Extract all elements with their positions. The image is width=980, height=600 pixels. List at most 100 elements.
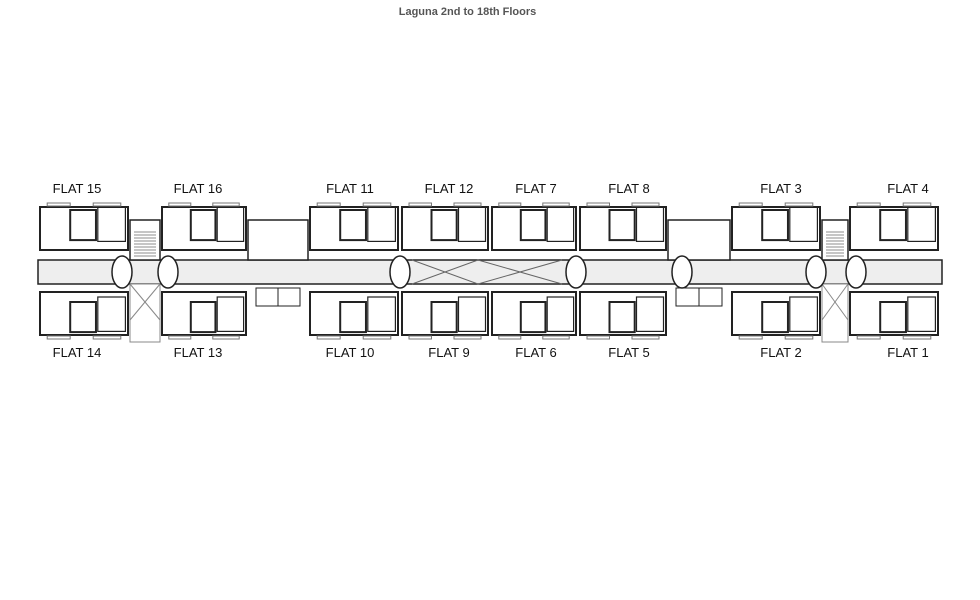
flat-label: FLAT 16 (173, 181, 223, 196)
room (519, 301, 547, 334)
balcony (784, 202, 814, 207)
room (907, 296, 936, 333)
balcony (362, 202, 392, 207)
stair-core (821, 219, 849, 261)
flat-label: FLAT 2 (760, 345, 802, 360)
flat-label: FLAT 12 (424, 181, 474, 196)
balcony (408, 335, 432, 340)
lift-shaft (698, 287, 723, 307)
room (69, 209, 97, 242)
room (546, 296, 575, 333)
flat-outline (161, 206, 247, 251)
flat-label: FLAT 5 (608, 345, 650, 360)
room (608, 209, 636, 242)
room (339, 209, 367, 242)
room (339, 301, 367, 334)
balcony (46, 202, 71, 207)
void-cross (477, 259, 563, 285)
balcony (92, 202, 122, 207)
corridor-node (805, 255, 827, 289)
room (69, 301, 97, 334)
flat-outline (401, 206, 489, 251)
corridor (37, 259, 943, 285)
flat-outline (731, 291, 821, 336)
flat-label: FLAT 3 (760, 181, 802, 196)
lift-shaft (675, 287, 700, 307)
room (907, 206, 936, 243)
room (216, 206, 245, 243)
flat-outline (579, 206, 667, 251)
room (189, 209, 217, 242)
void-cross (129, 283, 161, 321)
balcony (498, 335, 522, 340)
balcony (542, 335, 570, 340)
balcony (784, 335, 814, 340)
void-cross (821, 283, 849, 321)
balcony (316, 202, 341, 207)
balcony (542, 202, 570, 207)
flat-label: FLAT 7 (515, 181, 557, 196)
flat-outline (39, 206, 129, 251)
room (761, 209, 789, 242)
flat-outline (491, 206, 577, 251)
room (761, 301, 789, 334)
room (608, 301, 636, 334)
room (546, 206, 575, 243)
plan-title: Laguna 2nd to 18th Floors (398, 6, 537, 18)
balcony (316, 335, 341, 340)
corridor-node (671, 255, 693, 289)
balcony (738, 202, 763, 207)
flat-outline (849, 206, 939, 251)
balcony (453, 202, 482, 207)
corridor-node (389, 255, 411, 289)
flat-outline (731, 206, 821, 251)
room (367, 296, 396, 333)
room (430, 301, 458, 334)
flat-label: FLAT 6 (515, 345, 557, 360)
corridor-node (157, 255, 179, 289)
balcony (631, 202, 660, 207)
flat-outline (39, 291, 129, 336)
room (457, 296, 487, 333)
balcony (212, 202, 240, 207)
flat-label: FLAT 15 (52, 181, 102, 196)
lift-shaft (255, 287, 279, 307)
balcony (856, 202, 881, 207)
room (879, 209, 907, 242)
flat-outline (849, 291, 939, 336)
balcony (631, 335, 660, 340)
stair-core (129, 219, 161, 261)
balcony (168, 202, 192, 207)
flat-outline (309, 206, 399, 251)
balcony (498, 202, 522, 207)
flat-label: FLAT 13 (173, 345, 223, 360)
balcony (902, 335, 932, 340)
flat-label: FLAT 4 (887, 181, 929, 196)
lift-shaft (277, 287, 301, 307)
corridor-node (565, 255, 587, 289)
flat-label: FLAT 11 (326, 181, 374, 196)
flat-outline (309, 291, 399, 336)
lift-core (667, 219, 731, 261)
balcony (856, 335, 881, 340)
room (789, 206, 818, 243)
balcony (902, 202, 932, 207)
balcony (212, 335, 240, 340)
corridor-node (845, 255, 867, 289)
flat-label: FLAT 8 (608, 181, 650, 196)
flat-label: FLAT 14 (52, 345, 102, 360)
room (635, 206, 665, 243)
balcony (362, 335, 392, 340)
lobby (821, 283, 849, 343)
void-cross (411, 259, 479, 285)
flat-label: FLAT 1 (887, 345, 929, 360)
room (430, 209, 458, 242)
balcony (168, 335, 192, 340)
room (635, 296, 665, 333)
flat-label: FLAT 10 (325, 345, 375, 360)
room (789, 296, 818, 333)
balcony (46, 335, 71, 340)
lobby (129, 283, 161, 343)
room (97, 206, 127, 243)
